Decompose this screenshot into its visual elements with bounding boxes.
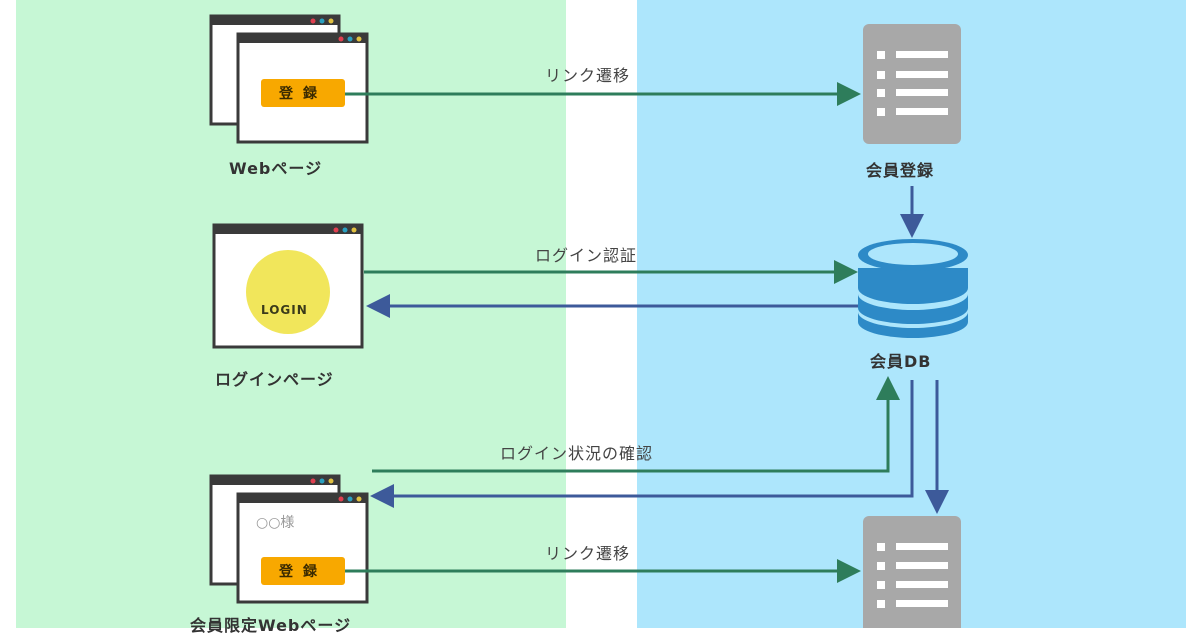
member-register-form-icon [863, 24, 961, 144]
login-badge-text: LOGIN [261, 303, 308, 317]
register-button-top[interactable]: 登録 [261, 79, 345, 107]
web-page-label: Webページ [229, 159, 323, 178]
flow-label-link-transition-bottom: リンク遷移 [545, 544, 631, 563]
database-icon [858, 239, 968, 338]
flow-label-link-transition-top: リンク遷移 [545, 66, 631, 85]
member-register-label: 会員登録 [866, 161, 935, 180]
register-button-bottom[interactable]: 登録 [261, 557, 345, 585]
login-badge [246, 250, 330, 334]
login-page-label: ログインページ [215, 370, 334, 389]
member-page-form-icon [863, 516, 961, 628]
greeting-text: ○○様 [256, 515, 295, 531]
member-db-label: 会員DB [870, 352, 932, 371]
member-page-label: 会員限定Webページ [190, 616, 352, 635]
arrow-status-response [370, 380, 914, 508]
flow-label-login-auth: ログイン認証 [535, 246, 638, 265]
arrow-login-status-check [372, 376, 900, 473]
flow-label-login-status-check: ログイン状況の確認 [500, 444, 654, 463]
